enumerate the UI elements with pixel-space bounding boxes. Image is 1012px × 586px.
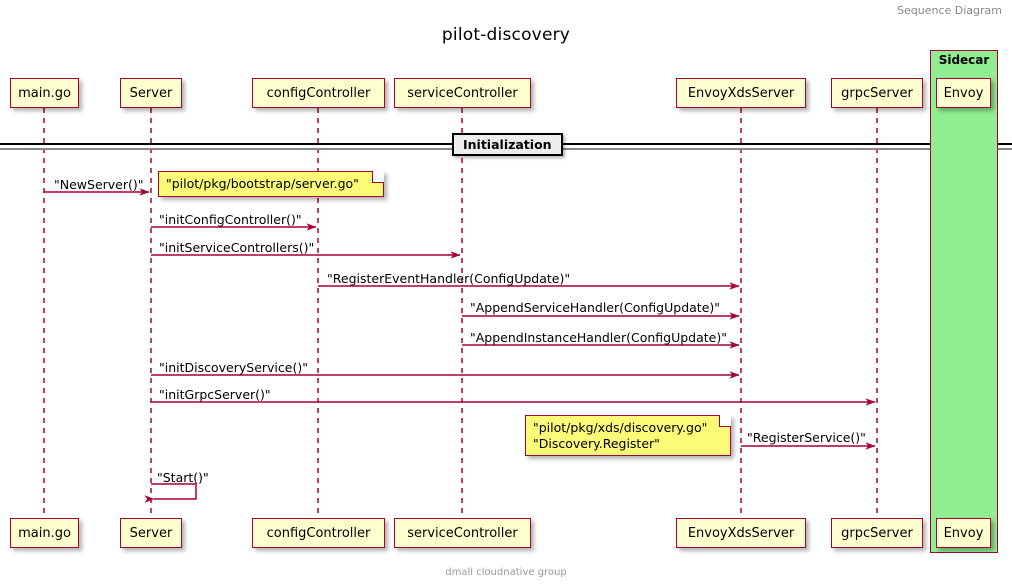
participant-label: grpcServer xyxy=(841,525,913,541)
message-label-registerevent: "RegisterEventHandler(ConfigUpdate)" xyxy=(327,271,571,286)
participant-label: grpcServer xyxy=(841,85,913,101)
participant-label: configController xyxy=(266,85,371,101)
participant-bottom-server[interactable]: Server xyxy=(120,518,182,548)
participant-top-envoy[interactable]: Envoy xyxy=(936,71,994,108)
participant-label: Envoy xyxy=(943,85,984,101)
note-server-go: "pilot/pkg/bootstrap/server.go" xyxy=(158,171,384,197)
participant-label: EnvoyXdsServer xyxy=(687,525,795,541)
participant-label: Server xyxy=(129,525,173,541)
participant-bottom-grpcServer[interactable]: grpcServer xyxy=(831,518,923,548)
participant-label: Envoy xyxy=(943,525,984,541)
message-label-registerservice: "RegisterService()" xyxy=(747,430,866,445)
footer-caption: dmall cloudnative group xyxy=(445,567,567,578)
group-box-sidecar xyxy=(930,50,998,553)
participant-bottom-envoy[interactable]: Envoy xyxy=(936,511,994,548)
participant-top-grpcServer[interactable]: grpcServer xyxy=(831,78,923,108)
group-title-sidecar: Sidecar xyxy=(938,53,990,67)
note-discovery-go: "pilot/pkg/xds/discovery.go" "Discovery.… xyxy=(525,415,731,456)
note-text: "pilot/pkg/bootstrap/server.go" xyxy=(166,176,359,191)
note-fold-corner-icon xyxy=(372,171,384,183)
message-label-initgrpc: "initGrpcServer()" xyxy=(159,387,271,402)
participant-label: main.go xyxy=(18,85,71,101)
participant-top-envoyXds[interactable]: EnvoyXdsServer xyxy=(676,78,806,108)
divider-label-initialization: Initialization xyxy=(452,133,563,156)
participant-label: EnvoyXdsServer xyxy=(687,85,795,101)
participant-bottom-envoyXds[interactable]: EnvoyXdsServer xyxy=(676,518,806,548)
message-arrows-group xyxy=(0,143,1012,503)
message-label-newserver: "NewServer()" xyxy=(54,177,144,192)
message-label-appendinstance: "AppendInstanceHandler(ConfigUpdate)" xyxy=(470,330,727,345)
corner-caption: Sequence Diagram xyxy=(897,4,1002,17)
participant-label: configController xyxy=(266,525,371,541)
message-label-initdiscovery: "initDiscoveryService()" xyxy=(159,360,308,375)
participant-top-serviceController[interactable]: serviceController xyxy=(394,78,531,108)
participant-top-server[interactable]: Server xyxy=(120,78,182,108)
participant-bottom-serviceController[interactable]: serviceController xyxy=(394,518,531,548)
page-title: pilot-discovery xyxy=(441,25,571,45)
self-message-label-start: "Start()" xyxy=(157,470,209,485)
participant-bottom-configController[interactable]: configController xyxy=(252,518,385,548)
participant-label: main.go xyxy=(18,525,71,541)
participant-top-configController[interactable]: configController xyxy=(252,78,385,108)
participant-label: serviceController xyxy=(407,525,518,541)
message-label-initconfig: "initConfigController()" xyxy=(159,212,302,227)
message-label-appendservice: "AppendServiceHandler(ConfigUpdate)" xyxy=(470,300,721,315)
participant-bottom-main[interactable]: main.go xyxy=(10,518,79,548)
note-text: "pilot/pkg/xds/discovery.go" "Discovery.… xyxy=(533,420,708,451)
note-fold-corner-icon xyxy=(719,415,731,427)
self-message-arrow-start xyxy=(144,483,197,503)
participant-label: Server xyxy=(129,85,173,101)
participant-label: serviceController xyxy=(407,85,518,101)
participant-top-main[interactable]: main.go xyxy=(10,78,79,108)
message-label-initservice: "initServiceControllers()" xyxy=(159,240,315,255)
